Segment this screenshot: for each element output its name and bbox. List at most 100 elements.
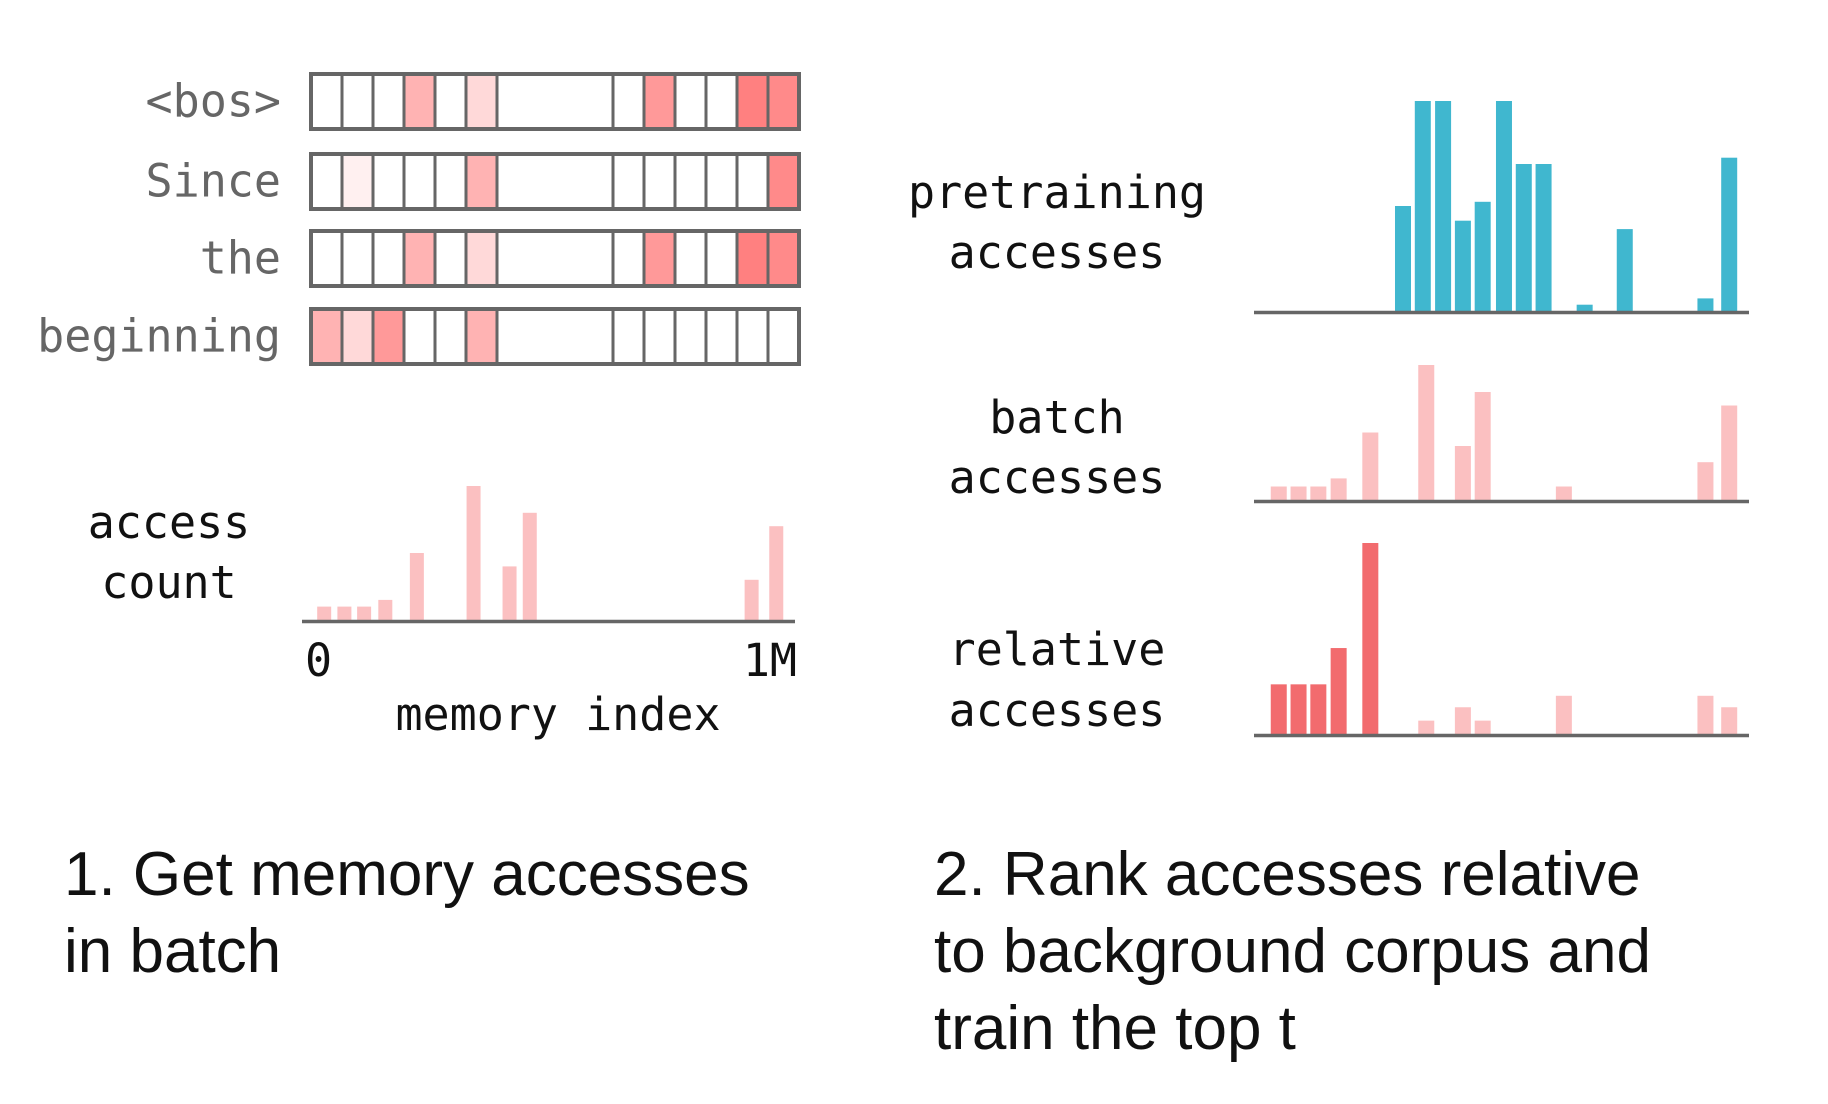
bar	[378, 599, 393, 620]
bar	[1555, 695, 1572, 734]
memory-cell	[642, 152, 677, 211]
batch-accesses-chart	[1254, 365, 1749, 504]
left-ylabel-line2: count	[101, 556, 236, 609]
memory-cell	[735, 229, 770, 288]
token-row: Since	[146, 152, 801, 211]
pretraining-label-line1: pretraining	[908, 166, 1206, 219]
memory-cell	[309, 229, 344, 288]
token-label: beginning	[37, 310, 281, 363]
bar	[769, 526, 784, 620]
row-border	[309, 307, 801, 366]
caption-step2-line1: 2. Rank accesses relative	[934, 840, 1641, 909]
token-label: the	[200, 232, 281, 285]
caption-step2-line3: train the top t	[934, 994, 1296, 1063]
token-row: <bos>	[146, 72, 801, 131]
memory-cell	[402, 229, 437, 288]
memory-cell	[673, 72, 708, 131]
memory-cell	[340, 229, 375, 288]
memory-gap-cell	[495, 307, 615, 366]
relative-label-line1: relative	[949, 623, 1166, 676]
memory-cell	[371, 229, 406, 288]
memory-cell	[464, 152, 499, 211]
bar	[744, 579, 759, 620]
batch-label-line2: accesses	[949, 451, 1166, 504]
memory-cell	[340, 152, 375, 211]
memory-cell	[766, 72, 801, 131]
bar	[1721, 405, 1738, 500]
bar	[1270, 486, 1287, 500]
row-border	[309, 152, 801, 211]
memory-cell	[766, 152, 801, 211]
bar	[1721, 157, 1738, 311]
xlabel-memory-index: memory index	[395, 688, 720, 741]
relative-label-line2: accesses	[949, 684, 1166, 737]
memory-cell	[735, 152, 770, 211]
memory-cell	[309, 72, 344, 131]
bar	[522, 512, 537, 620]
bar	[1495, 101, 1512, 311]
memory-cell	[642, 307, 677, 366]
bar	[1435, 101, 1452, 311]
bar	[466, 486, 481, 620]
memory-cell	[735, 307, 770, 366]
memory-cell	[371, 307, 406, 366]
bar	[1310, 486, 1327, 500]
bar	[1474, 392, 1491, 500]
caption-step2-line2: to background corpus and	[934, 917, 1651, 986]
memory-cell	[673, 152, 708, 211]
memory-gap-cell	[495, 72, 615, 131]
bar	[1362, 432, 1379, 500]
bar	[1515, 164, 1532, 311]
memory-cell	[704, 229, 739, 288]
memory-cell	[611, 72, 646, 131]
row-border	[309, 72, 801, 131]
bar	[317, 606, 332, 620]
token-label: <bos>	[146, 75, 281, 128]
bar-charts	[302, 101, 1749, 738]
memory-gap-cell	[495, 152, 615, 211]
memory-cell	[642, 72, 677, 131]
memory-cell	[766, 229, 801, 288]
left-ylabel-line1: access	[88, 496, 251, 549]
bar	[337, 606, 352, 620]
memory-cell	[642, 229, 677, 288]
batch-label-line1: batch	[989, 391, 1124, 444]
xtick-0: 0	[305, 634, 332, 687]
bar	[1555, 486, 1572, 500]
bar	[1290, 486, 1307, 500]
bar	[502, 566, 517, 620]
relative-accesses-chart	[1254, 543, 1749, 738]
memory-cell	[673, 307, 708, 366]
memory-cell	[371, 72, 406, 131]
pretraining-label-line2: accesses	[949, 226, 1166, 279]
bar	[1474, 720, 1491, 734]
memory-cell	[611, 229, 646, 288]
bar	[1362, 543, 1379, 734]
pretraining-accesses-chart	[1254, 101, 1749, 315]
bar	[1697, 298, 1714, 311]
memory-cell	[402, 72, 437, 131]
memory-cell	[704, 152, 739, 211]
memory-cell	[371, 152, 406, 211]
memory-cell	[611, 307, 646, 366]
token-memory-grid: <bos> Since the beginning	[37, 72, 801, 366]
memory-cell	[340, 307, 375, 366]
memory-cell	[766, 307, 801, 366]
bar	[1418, 720, 1435, 734]
token-row: beginning	[37, 307, 801, 366]
bar	[1414, 101, 1431, 311]
bar	[1697, 695, 1714, 734]
bar	[1697, 462, 1714, 500]
bar	[1418, 365, 1435, 500]
memory-cell	[433, 152, 468, 211]
caption-step2: 2. Rank accesses relative to background …	[934, 836, 1651, 1067]
caption-step1: 1. Get memory accesses in batch	[64, 836, 750, 990]
bar	[409, 553, 424, 620]
bar	[1721, 707, 1738, 734]
memory-cell	[402, 152, 437, 211]
memory-cell	[464, 307, 499, 366]
memory-cell	[735, 72, 770, 131]
token-row: the	[200, 229, 801, 288]
memory-cell	[402, 307, 437, 366]
